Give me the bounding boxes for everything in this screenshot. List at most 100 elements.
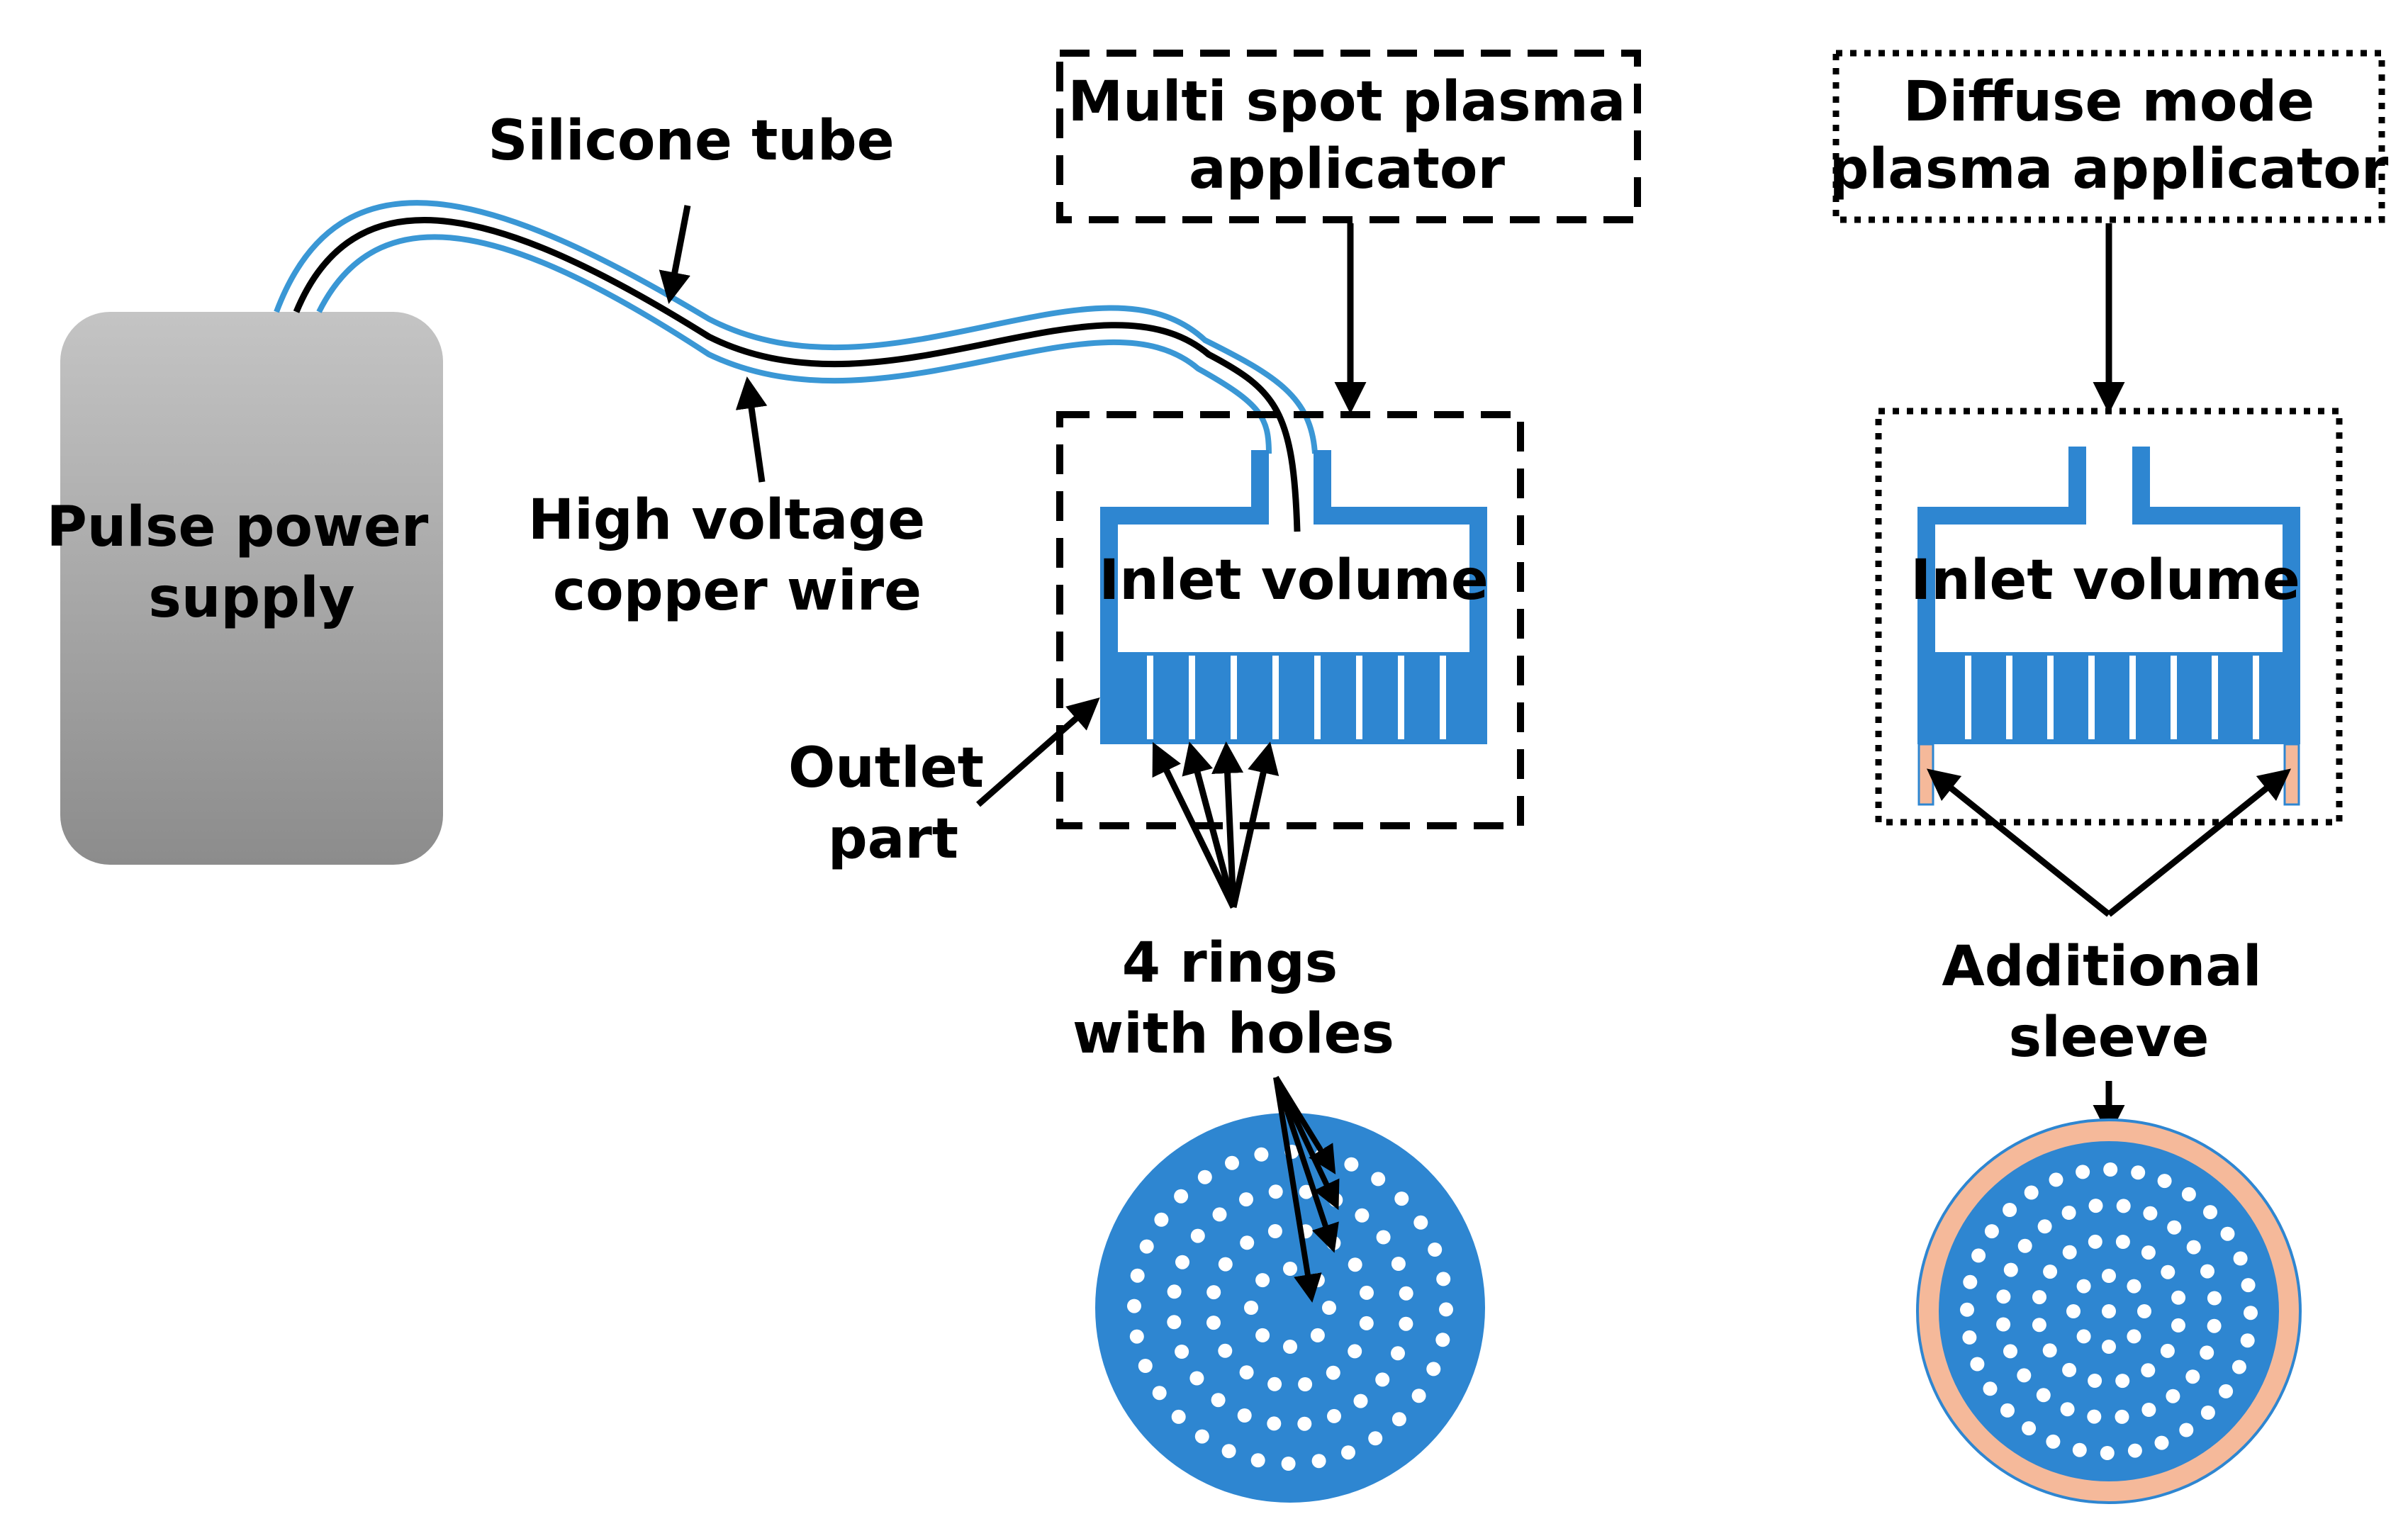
plate-hole [2076,1279,2091,1294]
plate-hole [2049,1172,2063,1187]
rings-label-line2: with holes [1073,1002,1394,1066]
left-side-wall-left [1100,507,1118,652]
plate-hole [2207,1318,2222,1333]
copper-wire-label-line1: High voltage [528,488,925,552]
plate-hole [1267,1416,1282,1431]
plate-hole [2072,1442,2087,1457]
plate-hole [1298,1377,1313,1391]
plate-hole [2244,1306,2258,1320]
plate-hole [2060,1402,2075,1417]
plate-hole [1218,1257,1233,1272]
plate-hole [1129,1329,1144,1344]
plate-hole [2088,1374,2102,1388]
plate-hole [2127,1329,2141,1344]
plate-hole [2127,1443,2142,1458]
inlet-volume-label-right: Inlet volume [1910,549,2300,612]
plate-hole [1399,1316,1413,1331]
diffuse-enclosure [1875,408,2343,826]
right-outlet-block [1917,652,2300,744]
plate-hole [2231,1359,2246,1374]
plate-hole [1983,1381,1998,1396]
plate-hole [2102,1304,2116,1318]
plate-hole [2103,1162,2118,1177]
additional-sleeve-side [1917,743,2300,806]
plate-hole [1254,1147,1269,1162]
plate-hole [2042,1343,2057,1358]
plate-hole [2115,1409,2129,1424]
plate-hole [2088,1234,2102,1249]
plate-hole [1174,1189,1189,1204]
multi-spot-applicator-body [1100,450,1487,744]
plate-hole [2171,1290,2186,1305]
plate-hole [2200,1345,2214,1360]
plate-hole [2154,1435,2169,1450]
right-top-wall-right [2132,507,2300,525]
plate-hole [1255,1273,1270,1288]
plate-hole [1250,1453,1265,1468]
plate-hole [1190,1228,1205,1243]
plate-hole [1225,1155,1239,1170]
plate-hole [2220,1226,2235,1241]
multi-spot-title-line1: Multi spot plasma [1068,70,1626,134]
plate-hole [1154,1212,1169,1227]
plate-hole [1971,1248,1986,1263]
silicone-tube-label: Silicone tube [488,109,894,173]
plate-hole [2200,1264,2214,1279]
plate-hole [2017,1368,2032,1383]
plate-hole [1194,1429,1209,1444]
plate-hole [2203,1205,2217,1220]
plate-hole [1341,1445,1355,1460]
plate-hole [2131,1165,2146,1180]
plate-hole [2017,1238,2032,1253]
plate-hole [1212,1207,1227,1222]
diffuse-title-box [1832,50,2385,223]
plate-hole [1413,1215,1428,1230]
left-inlet-pipe-wall-1 [1251,450,1269,507]
diffuse-applicator-body [1917,447,2300,744]
plate-hole [1297,1416,1312,1431]
plate-hole [1391,1346,1405,1361]
plate-hole [1960,1302,1974,1317]
plate-hole [1376,1230,1391,1245]
plate-hole [1139,1239,1154,1254]
plate-hole [1281,1457,1296,1471]
plate-hole [1283,1262,1297,1276]
plate-hole [2137,1304,2151,1318]
plate-hole [1322,1301,1336,1315]
power-supply-label-line1: Pulse power [47,495,429,559]
left-side-wall-right [1469,507,1487,652]
plate-hole [1963,1274,1978,1289]
plate-hole [1353,1393,1368,1408]
plate-hole [2127,1279,2141,1294]
plate-ring-arrows [1273,1075,1340,1303]
diffuse-title-line2: plasma applicator [1830,138,2389,201]
plate-hole [1299,1184,1314,1199]
power-supply-label-line2: supply [148,566,354,630]
tube-wall-outer [274,200,1318,454]
plate-hole [1428,1243,1443,1257]
plate-hole [2179,1423,2194,1437]
outlet-part-label-line1: Outlet [788,736,984,800]
multi-spot-title-box [1056,50,1641,223]
right-outlet-slots [1965,656,2259,739]
plate-hole [1171,1409,1186,1424]
plate-hole [1394,1191,1409,1206]
plate-hole [1240,1235,1255,1250]
tube-wall-inner [316,234,1272,454]
right-inlet-pipe-wall-1 [2068,447,2086,507]
plate-hole [2116,1199,2131,1213]
plate-hole [2043,1264,2058,1279]
plate-hole [2066,1304,2081,1318]
plate-hole [2062,1362,2077,1377]
plate-hole [1310,1273,1325,1288]
plate-hole [2087,1409,2102,1424]
plate-hole [2115,1374,2130,1389]
plate-hole [1152,1386,1167,1401]
right-side-wall-right [2283,507,2300,652]
right-inlet-pipe-wall-2 [2132,447,2150,507]
plate-hole [2161,1264,2175,1279]
diffuse-hole-rings [1960,1162,2258,1460]
multi-spot-title-line2: applicator [1189,138,1506,201]
plate-hole [1310,1328,1325,1342]
